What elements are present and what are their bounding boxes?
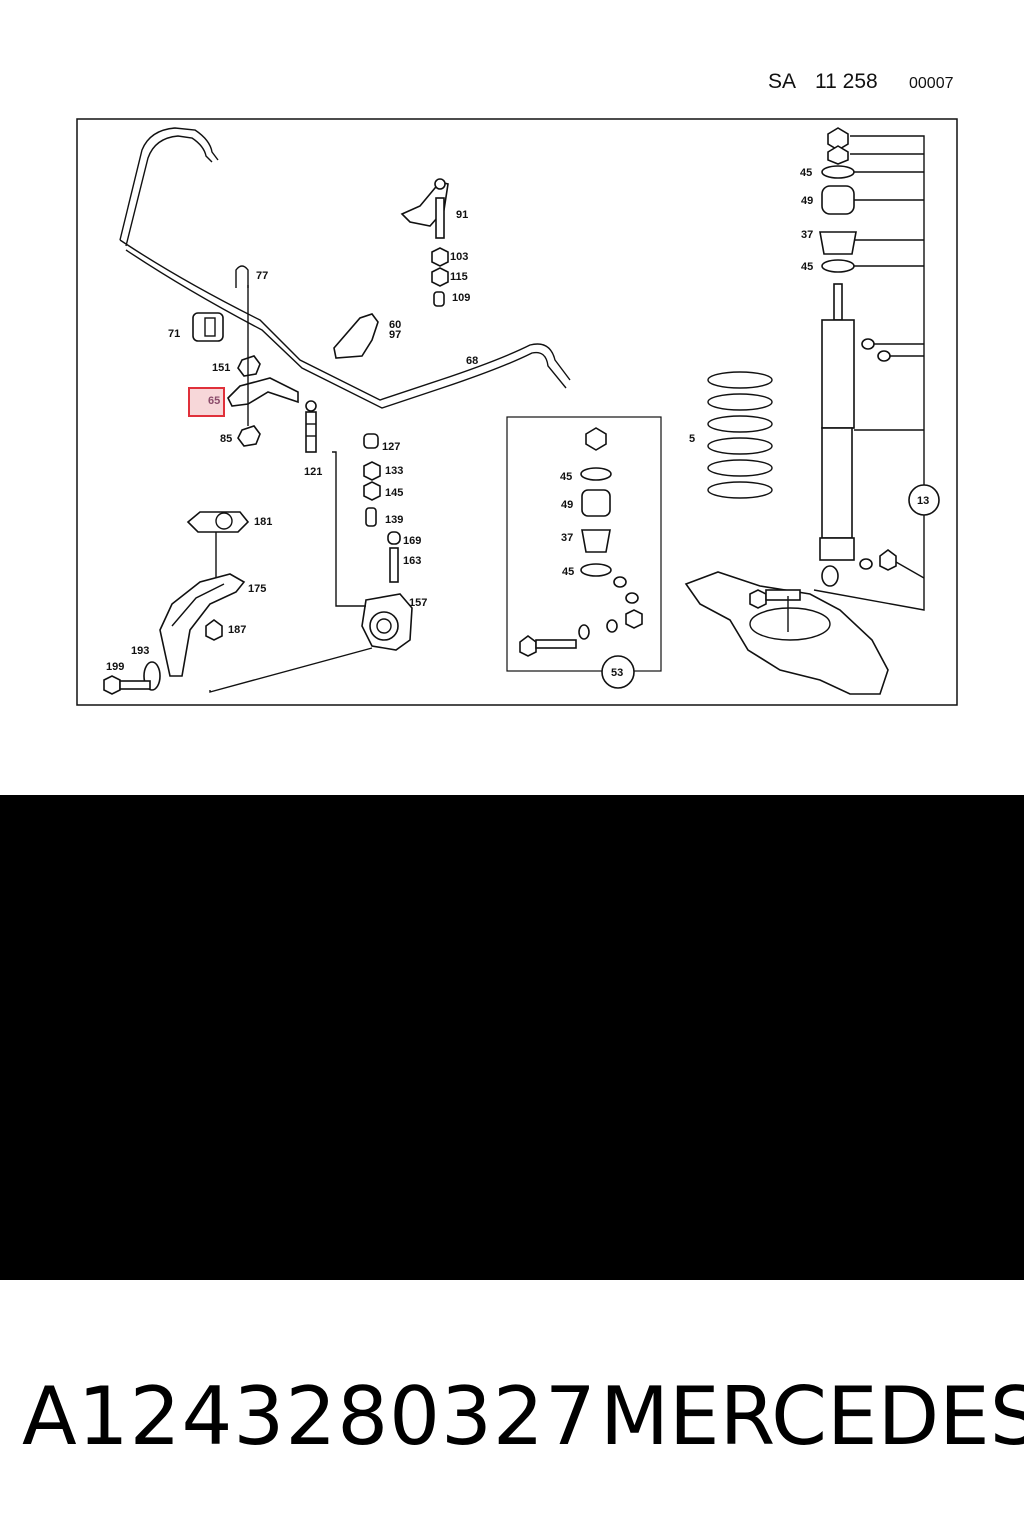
- callout-71[interactable]: 71: [168, 328, 180, 340]
- callout-85[interactable]: 85: [220, 433, 232, 445]
- shock-absorber-part: [819, 127, 897, 587]
- parts-diagram: 77 71 151 65 85 121 91 103 115 109 60 97…: [76, 118, 958, 706]
- bracket-91-part: [400, 178, 449, 307]
- hardware-column-part: [363, 433, 401, 583]
- bolt-199-part: [103, 675, 151, 695]
- highlight-box-65: [188, 387, 225, 417]
- callout-151[interactable]: 151: [212, 362, 230, 374]
- callout-121[interactable]: 121: [304, 466, 322, 478]
- callout-5[interactable]: 5: [689, 433, 695, 445]
- brand-name: MERCEDES: [600, 1370, 1024, 1463]
- callout-109[interactable]: 109: [452, 292, 470, 304]
- callout-65[interactable]: 65: [208, 395, 220, 407]
- callout-strut-45-bottom[interactable]: 45: [801, 261, 813, 273]
- callout-187[interactable]: 187: [228, 624, 246, 636]
- callout-193[interactable]: 193: [131, 645, 149, 657]
- diagram-header: SA 11 258 00007: [0, 62, 1024, 102]
- callout-77[interactable]: 77: [256, 270, 268, 282]
- callout-60[interactable]: 60: [389, 319, 401, 331]
- inset-53-group: [506, 416, 662, 689]
- callout-inset-49[interactable]: 49: [561, 499, 573, 511]
- control-arm-part: [684, 571, 889, 695]
- u-bolt-77-part: [235, 265, 249, 288]
- callout-68[interactable]: 68: [466, 355, 478, 367]
- callout-inset-45-bottom[interactable]: 45: [562, 566, 574, 578]
- coil-spring-part: [707, 371, 773, 499]
- callout-115[interactable]: 115: [450, 271, 468, 283]
- callout-139[interactable]: 139: [385, 514, 403, 526]
- part-number: A1243280327: [22, 1370, 597, 1463]
- mount-181-part: [186, 511, 250, 580]
- knuckle-157-part: [361, 593, 413, 651]
- callout-157[interactable]: 157: [409, 597, 427, 609]
- footer: A1243280327 MERCEDES: [0, 1370, 1024, 1470]
- link-rod-121-part: [305, 400, 317, 453]
- callout-inset-45-top[interactable]: 45: [560, 471, 572, 483]
- callout-inset-37[interactable]: 37: [561, 532, 573, 544]
- callout-13[interactable]: 13: [917, 495, 929, 507]
- header-code: 00007: [909, 75, 954, 92]
- stabilizer-bar: [119, 127, 571, 409]
- header-sa-label: SA: [768, 70, 797, 93]
- callout-strut-45-top[interactable]: 45: [800, 167, 812, 179]
- callout-strut-49[interactable]: 49: [801, 195, 813, 207]
- diagram-frame: [76, 118, 958, 706]
- callout-163[interactable]: 163: [403, 555, 421, 567]
- callout-181[interactable]: 181: [254, 516, 272, 528]
- callout-175[interactable]: 175: [248, 583, 266, 595]
- callout-127[interactable]: 127: [382, 441, 400, 453]
- bracket-60-part: [333, 313, 379, 359]
- callout-strut-37[interactable]: 37: [801, 229, 813, 241]
- nut-85-part: [237, 425, 261, 447]
- header-group-number: 11 258: [815, 70, 878, 93]
- nut-151-part: [237, 355, 261, 377]
- callout-97[interactable]: 97: [389, 329, 401, 341]
- bracket-175-part: [159, 573, 246, 677]
- bracket-65-part: [227, 377, 299, 407]
- callout-199[interactable]: 199: [106, 661, 124, 673]
- callout-103[interactable]: 103: [450, 251, 468, 263]
- callout-145[interactable]: 145: [385, 487, 403, 499]
- nut-187-part: [205, 619, 223, 641]
- black-band: [0, 795, 1024, 1280]
- callout-53[interactable]: 53: [611, 667, 623, 679]
- callout-133[interactable]: 133: [385, 465, 403, 477]
- bushing-71-part: [192, 312, 224, 342]
- callout-169[interactable]: 169: [403, 535, 421, 547]
- callout-91[interactable]: 91: [456, 209, 468, 221]
